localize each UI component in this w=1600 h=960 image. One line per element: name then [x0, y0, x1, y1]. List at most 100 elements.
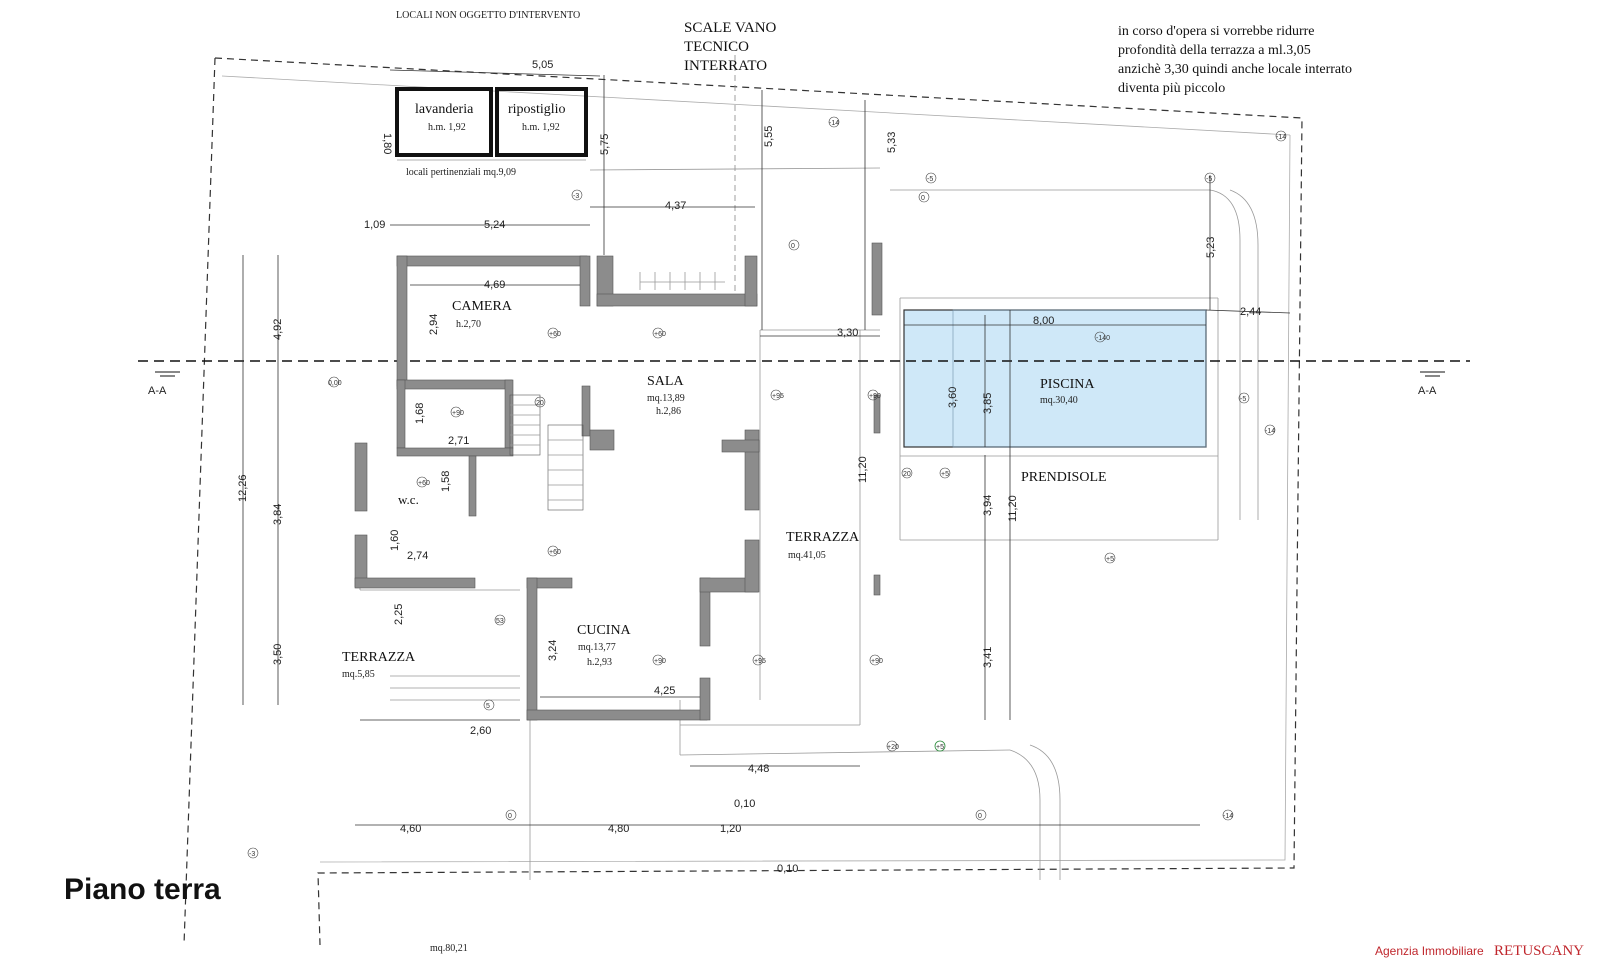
level-marker: +90 [871, 658, 883, 665]
level-marker: 53 [496, 618, 504, 625]
dim-524: 5,24 [484, 219, 505, 231]
room-name-terrazza-small: TERRAZZA [342, 650, 416, 665]
dim-384: 3,84 [272, 504, 284, 525]
dim-260: 2,60 [470, 725, 491, 737]
level-marker: +95 [772, 393, 784, 400]
room-area-terrazza-big: mq.41,05 [788, 550, 826, 561]
dim-394: 3,94 [982, 495, 994, 516]
level-marker: +60 [654, 331, 666, 338]
section-marker-left [155, 371, 180, 377]
room-name-prendisole: PRENDISOLE [1021, 470, 1107, 485]
dim-225: 2,25 [393, 604, 405, 625]
note-scale-line1: SCALE VANO [684, 20, 777, 36]
level-marker: +90 [654, 658, 666, 665]
level-marker: -14 [829, 120, 839, 127]
dim-1226: 12,26 [237, 474, 249, 502]
level-marker: 0,00 [328, 380, 342, 387]
room-name-ripostiglio: ripostiglio [508, 102, 566, 117]
dim-109: 1,09 [364, 219, 385, 231]
dim-437: 4,37 [665, 200, 686, 212]
level-marker: +5 [936, 744, 944, 751]
level-marker: +60 [418, 480, 430, 487]
room-height-cucina: h.2,93 [587, 657, 612, 668]
level-marker: -14 [1223, 813, 1233, 820]
room-name-wc: w.c. [398, 492, 419, 507]
level-marker: +95 [754, 658, 766, 665]
total-area: mq.80,21 [430, 943, 468, 954]
dim-385: 3,85 [982, 393, 994, 414]
room-name-cucina: CUCINA [577, 623, 632, 638]
dim-010a: 0,10 [734, 798, 755, 810]
room-area-cucina: mq.13,77 [578, 642, 616, 653]
level-marker: 0 [921, 195, 925, 202]
room-name-sala: SALA [647, 374, 684, 389]
level-marker: +5 [941, 471, 949, 478]
room-name-camera: CAMERA [452, 299, 513, 314]
dim-555: 5,55 [763, 126, 775, 147]
dimension-lines [242, 69, 1291, 826]
room-height-lavanderia: h.m. 1,92 [428, 122, 466, 133]
dim-271: 2,71 [448, 435, 469, 447]
level-marker: 5 [486, 703, 490, 710]
level-marker: +90 [452, 410, 464, 417]
pool-inner-outline [952, 309, 1207, 448]
dim-800: 8,00 [1033, 315, 1054, 327]
room-name-piscina: PISCINA [1040, 377, 1095, 392]
dim-010b: 0,10 [777, 863, 798, 875]
level-marker: -5 [927, 176, 933, 183]
level-markers: -14 -14 -3 0 -5 -5 0 +60 +60 0,00 -140 +… [247, 116, 1287, 859]
level-marker: -140 [1096, 335, 1110, 342]
dim-460: 4,60 [400, 823, 421, 835]
note-corso-line2: profondità della terrazza a ml.3,05 [1118, 43, 1311, 58]
room-area-sala: mq.13,89 [647, 393, 685, 404]
dim-1120a: 11,20 [857, 456, 869, 483]
level-marker: 0 [791, 243, 795, 250]
annex-rooms [395, 87, 588, 161]
stairs [509, 272, 725, 511]
dim-360: 3,60 [947, 387, 959, 408]
level-marker: +5 [1106, 556, 1114, 563]
room-height-ripostiglio: h.m. 1,92 [522, 122, 560, 133]
room-height-camera: h.2,70 [456, 319, 481, 330]
level-marker: 0 [508, 813, 512, 820]
dim-160: 1,60 [389, 530, 401, 551]
dim-533: 5,33 [886, 132, 898, 153]
dim-492: 4,92 [272, 319, 284, 340]
construction-lines [359, 55, 1259, 880]
note-scale-line2: TECNICO [684, 39, 749, 55]
dim-480: 4,80 [608, 823, 629, 835]
note-corso-line3: anzichè 3,30 quindi anche locale interra… [1118, 62, 1352, 77]
level-marker: -14 [1276, 134, 1286, 141]
level-marker: -14 [1265, 428, 1275, 435]
room-height-sala: h.2,86 [656, 406, 681, 417]
watermark-prefix: Agenzia Immobiliare [1375, 944, 1484, 958]
dim-350: 3,50 [272, 644, 284, 665]
dim-274: 2,74 [407, 550, 428, 562]
dim-330: 3,30 [837, 327, 858, 339]
dim-425: 4,25 [654, 685, 675, 697]
dim-158: 1,58 [440, 471, 452, 492]
plan-title: Piano terra [64, 873, 221, 906]
level-marker: 20 [536, 400, 544, 407]
level-marker: 0 [978, 813, 982, 820]
level-marker: -3 [249, 851, 255, 858]
dim-294: 2,94 [428, 314, 440, 335]
room-area-piscina: mq.30,40 [1040, 395, 1078, 406]
dim-244: 2,44 [1240, 306, 1261, 318]
site-boundary [183, 57, 1303, 946]
level-marker: -3 [573, 193, 579, 200]
dim-324: 3,24 [547, 640, 559, 661]
note-corso-line4: diventa più piccolo [1118, 81, 1225, 96]
room-name-terrazza-big: TERRAZZA [786, 530, 860, 545]
level-marker: +20 [887, 744, 899, 751]
level-marker: -5 [1240, 396, 1246, 403]
level-marker: 20 [903, 471, 911, 478]
level-marker: +90 [869, 393, 881, 400]
house-walls [354, 242, 883, 721]
dim-469: 4,69 [484, 279, 505, 291]
section-label-right: A-A [1418, 385, 1437, 397]
note-locali-non-oggetto: LOCALI NON OGGETTO D'INTERVENTO [396, 10, 580, 21]
dim-341: 3,41 [982, 647, 994, 668]
dim-180: 1,80 [381, 133, 393, 154]
